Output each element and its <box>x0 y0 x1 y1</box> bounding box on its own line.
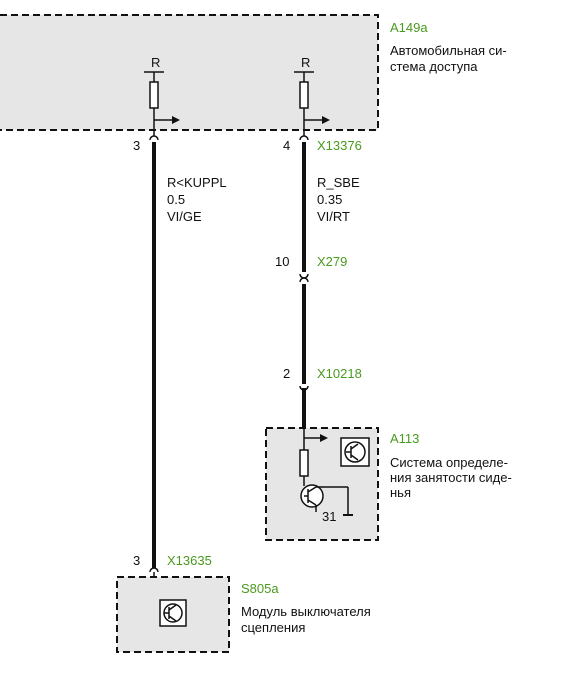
wire-left-cross-section: 0.5 <box>167 192 185 207</box>
a113-ground-pin: 31 <box>322 509 336 524</box>
wire-right-cross-section: 0.35 <box>317 192 342 207</box>
component-a149a: A149a Автомобильная си- стема доступа R … <box>0 14 507 136</box>
component-s805a-desc-line1: Модуль выключателя <box>241 604 371 619</box>
connector-terminal-icon <box>299 277 309 283</box>
arrow-right-icon <box>320 434 328 442</box>
resistor-label-right: R <box>301 55 310 70</box>
resistor-icon <box>299 81 309 109</box>
resistor-icon <box>149 81 159 109</box>
connector-terminal-icon <box>149 567 159 573</box>
pin-a149a-3: 3 <box>133 138 140 153</box>
connector-x13635[interactable]: X13635 <box>167 553 212 568</box>
component-a113-box <box>265 427 379 541</box>
component-a149a-id[interactable]: A149a <box>390 20 428 35</box>
component-a113-desc-line1: Система определе- <box>390 455 508 470</box>
resistor-icon <box>299 449 309 477</box>
pin-x10218: 2 <box>283 366 290 381</box>
wire-right-signal: R_SBE <box>317 175 360 190</box>
component-a113-desc-line2: ния занятости сиде- <box>390 470 512 485</box>
connector-x10218[interactable]: X10218 <box>317 366 362 381</box>
a149a-right-pullup: R <box>294 55 330 136</box>
pin-x13376: 4 <box>283 138 290 153</box>
component-s805a-id[interactable]: S805a <box>241 581 279 596</box>
component-a149a-desc-line1: Автомобильная си- <box>390 43 507 58</box>
component-a113-id[interactable]: A113 <box>390 431 419 446</box>
arrow-right-icon <box>172 116 180 124</box>
connector-terminal-icon <box>299 135 309 141</box>
transistor-icon <box>159 599 187 627</box>
wire-left-color: VI/GE <box>167 209 202 224</box>
transistor-icon <box>300 484 348 512</box>
component-s805a: S805a Модуль выключателя сцепления <box>116 576 371 653</box>
resistor-label-left: R <box>151 55 160 70</box>
component-a149a-desc-line2: стема доступа <box>390 59 478 74</box>
wire-left-signal: R<KUPPL <box>167 175 227 190</box>
component-a149a-box <box>0 14 379 131</box>
a149a-left-pullup: R <box>144 55 180 136</box>
pin-x13635: 3 <box>133 553 140 568</box>
connector-terminal-icon <box>149 135 159 141</box>
arrow-right-icon <box>322 116 330 124</box>
component-a113-desc-line3: нья <box>390 485 411 500</box>
connector-x279[interactable]: X279 <box>317 254 347 269</box>
pin-x279: 10 <box>275 254 289 269</box>
connector-x13376[interactable]: X13376 <box>317 138 362 153</box>
wire-right-color: VI/RT <box>317 209 350 224</box>
component-s805a-desc-line2: сцепления <box>241 620 305 635</box>
component-a113: A113 Система определе- ния занятости сид… <box>265 427 512 541</box>
transistor-icon <box>340 437 370 467</box>
